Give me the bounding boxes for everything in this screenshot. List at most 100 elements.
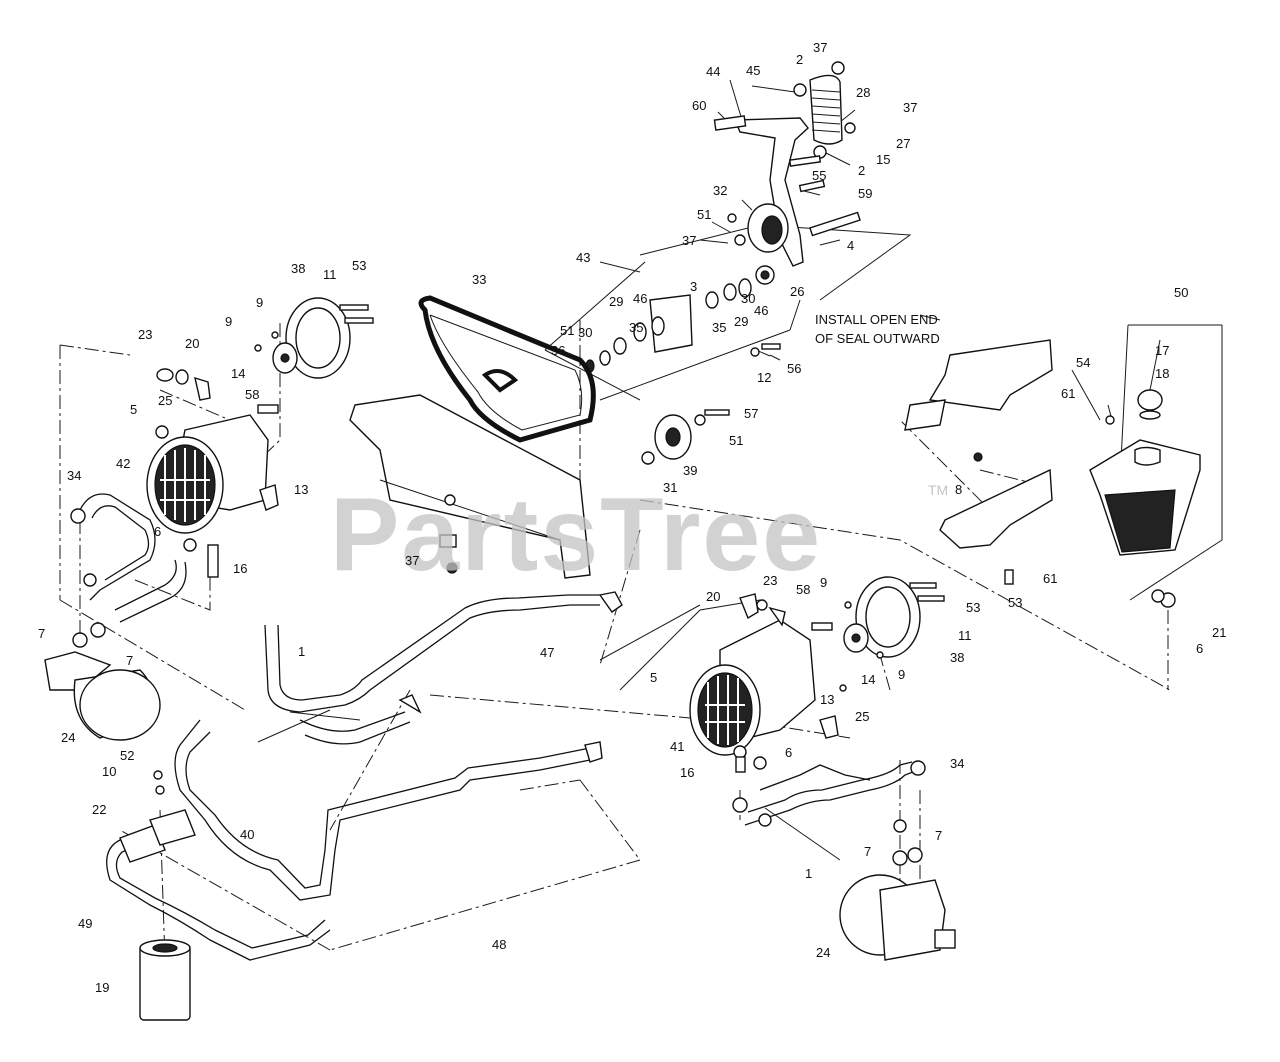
callout-11: 11: [323, 267, 337, 282]
watermark-text: PartsTree: [330, 477, 822, 593]
left-filter: [44, 651, 161, 741]
callout-44: 44: [706, 64, 720, 79]
left-hoses: [70, 493, 187, 648]
callout-61: 61: [1061, 386, 1075, 401]
callout-59: 59: [858, 186, 872, 201]
callout-15: 15: [876, 152, 890, 167]
hose-40: [174, 719, 603, 901]
callout-8: 8: [955, 482, 962, 497]
callout-9: 9: [898, 667, 905, 682]
callout-57: 57: [744, 406, 758, 421]
idler-pulley: [641, 409, 730, 465]
callout-30: 30: [741, 291, 755, 306]
tank-bracket: [904, 339, 1053, 549]
callout-37: 37: [405, 553, 419, 568]
callout-13: 13: [294, 482, 308, 497]
callout-36: 36: [551, 343, 565, 358]
seal-stack: [585, 265, 781, 373]
callout-17: 17: [1155, 343, 1169, 358]
callout-54: 54: [1076, 355, 1090, 370]
callout-22: 22: [92, 802, 106, 817]
callout-58: 58: [796, 582, 810, 597]
callout-14: 14: [861, 672, 875, 687]
callout-30: 30: [578, 325, 592, 340]
callout-21: 21: [1212, 625, 1226, 640]
watermark-tm: TM: [928, 482, 948, 498]
callout-50: 50: [1174, 285, 1188, 300]
callout-41: 41: [670, 739, 684, 754]
callout-16: 16: [680, 765, 694, 780]
callout-37: 37: [903, 100, 917, 115]
right-pump: [689, 576, 945, 773]
callout-1: 1: [805, 866, 812, 881]
callout-55: 55: [812, 168, 826, 183]
callout-38: 38: [950, 650, 964, 665]
hose-47: [264, 591, 623, 745]
callout-9: 9: [820, 575, 827, 590]
callout-47: 47: [540, 645, 554, 660]
callout-32: 32: [713, 183, 727, 198]
callout-25: 25: [855, 709, 869, 724]
callout-6: 6: [785, 745, 792, 760]
callout-12: 12: [757, 370, 771, 385]
right-filter: [839, 874, 956, 961]
callout-18: 18: [1155, 366, 1169, 381]
callout-46: 46: [754, 303, 768, 318]
right-hoses: [732, 760, 926, 866]
drive-belt: [418, 295, 596, 443]
callout-56: 56: [787, 361, 801, 376]
callout-3: 3: [690, 279, 697, 294]
callout-53: 53: [966, 600, 980, 615]
callout-9: 9: [225, 314, 232, 329]
callout-61: 61: [1043, 571, 1057, 586]
callout-33: 33: [472, 272, 486, 287]
hose-49-48: [106, 829, 331, 961]
callout-7: 7: [864, 844, 871, 859]
callout-37: 37: [682, 233, 696, 248]
callout-43: 43: [576, 250, 590, 265]
callout-60: 60: [692, 98, 706, 113]
callout-6: 6: [154, 524, 161, 539]
callout-20: 20: [185, 336, 199, 351]
callout-16: 16: [233, 561, 247, 576]
callout-25: 25: [158, 393, 172, 408]
callout-35: 35: [629, 320, 643, 335]
callout-14: 14: [231, 366, 245, 381]
hydraulic-tank: [1004, 389, 1201, 608]
callout-2: 2: [796, 52, 803, 67]
callout-28: 28: [856, 85, 870, 100]
callout-37: 37: [813, 40, 827, 55]
callout-34: 34: [950, 756, 964, 771]
callout-34: 34: [67, 468, 81, 483]
callout-35: 35: [712, 320, 726, 335]
callout-23: 23: [138, 327, 152, 342]
callout-31: 31: [663, 480, 677, 495]
callout-26: 26: [790, 284, 804, 299]
callout-6: 6: [1196, 641, 1203, 656]
callout-48: 48: [492, 937, 506, 952]
callout-51: 51: [560, 323, 574, 338]
callout-7: 7: [38, 626, 45, 641]
callout-53: 53: [1008, 595, 1022, 610]
filter-19: [139, 939, 191, 1021]
callout-51: 51: [729, 433, 743, 448]
valve-22: [119, 770, 196, 863]
callout-49: 49: [78, 916, 92, 931]
callout-11: 11: [958, 628, 972, 643]
callout-5: 5: [650, 670, 657, 685]
callout-10: 10: [102, 764, 116, 779]
callout-7: 7: [935, 828, 942, 843]
idler-arm-assembly: [713, 61, 861, 267]
frame-plate: [349, 394, 591, 579]
left-pump: [146, 297, 374, 578]
callout-51: 51: [697, 207, 711, 222]
callout-5: 5: [130, 402, 137, 417]
callout-27: 27: [896, 136, 910, 151]
callout-29: 29: [609, 294, 623, 309]
callout-29: 29: [734, 314, 748, 329]
callout-9: 9: [256, 295, 263, 310]
callout-38: 38: [291, 261, 305, 276]
callout-52: 52: [120, 748, 134, 763]
